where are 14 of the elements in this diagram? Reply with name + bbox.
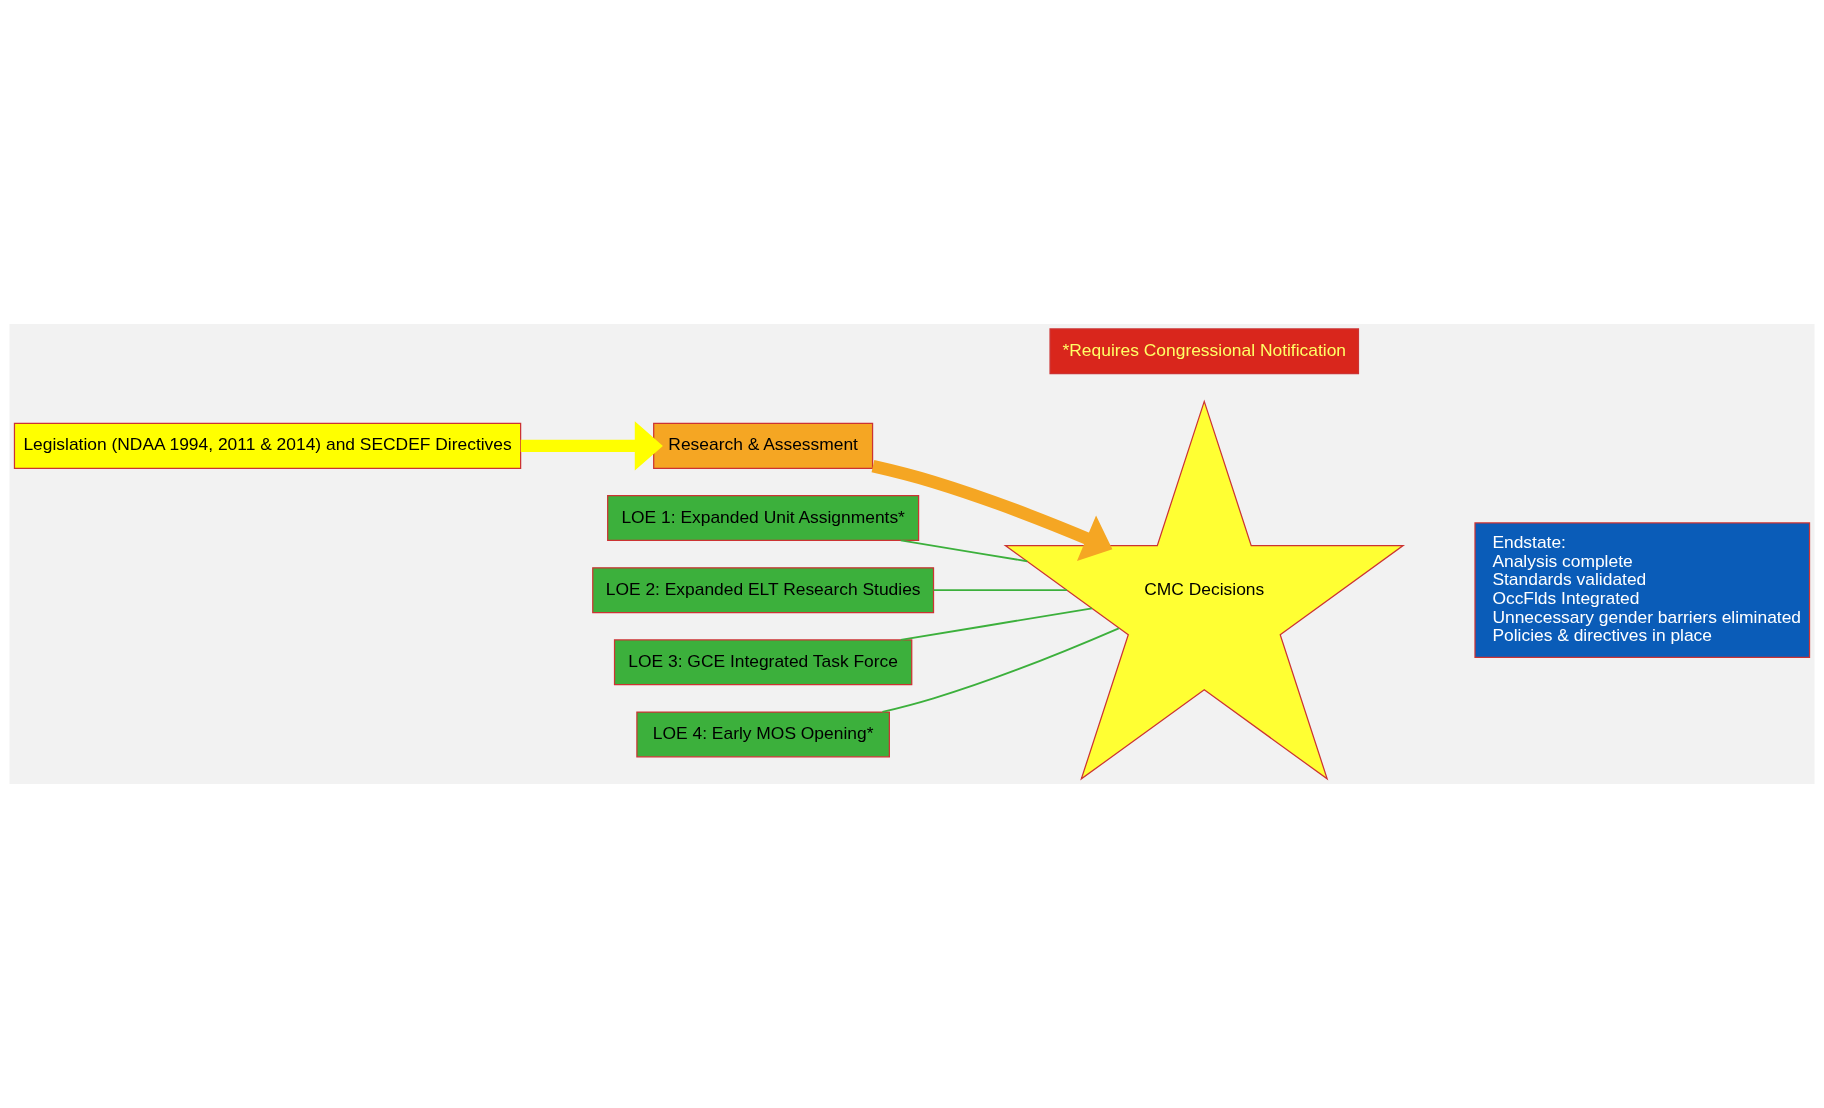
node-box: Endstate: Analysis complete Standards validated OccFlds Integrated Unnecessary gender barriers eliminated Policies & directives in place: [1474, 522, 1811, 658]
node-box: LOE 2: Expanded ELT Research Studies: [592, 567, 935, 614]
node-box: LOE 4: Early MOS Opening*: [636, 711, 890, 758]
arrow: [520, 421, 663, 471]
node-box: *Requires Congressional Notification: [1049, 328, 1360, 375]
connector: [899, 539, 1029, 563]
connector: [932, 589, 1068, 592]
connector: [881, 627, 1120, 713]
node-box: Legislation (NDAA 1994, 2011 & 2014) and SECDEF Directives: [13, 422, 522, 469]
arrow: [871, 460, 1113, 561]
connector: [899, 607, 1093, 641]
node-box: Research & Assessment: [653, 422, 874, 469]
node-box: LOE 1: Expanded Unit Assignments*: [607, 495, 920, 541]
node-box: LOE 3: GCE Integrated Task Force: [613, 639, 913, 686]
